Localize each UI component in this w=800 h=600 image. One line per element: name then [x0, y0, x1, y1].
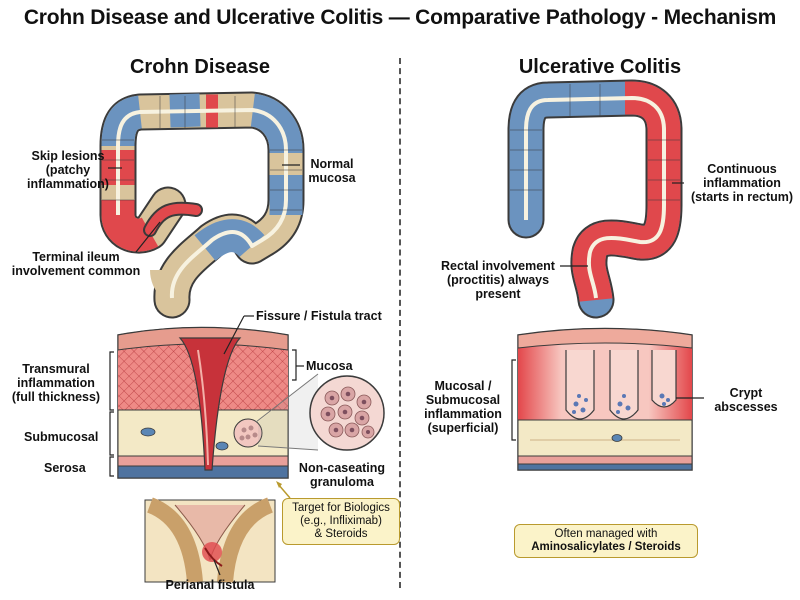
page-title: Crohn Disease and Ulcerative Colitis — C… [23, 6, 777, 29]
perianal-label: Perianal fistula [165, 578, 255, 592]
uc-colon-diagram [507, 79, 684, 319]
mucosa-label: Mucosa [306, 359, 353, 373]
perianal-illustration [144, 497, 276, 583]
biologics-note: Target for Biologics(e.g., Infliximab)& … [282, 498, 400, 545]
crohn-heading: Crohn Disease [129, 56, 271, 78]
uc-heading: Ulcerative Colitis [518, 56, 682, 78]
fissure-label: Fissure / Fistula tract [256, 309, 382, 323]
crohn-colon-diagram [99, 91, 305, 319]
panel-divider [399, 58, 401, 588]
serosa-label: Serosa [44, 461, 86, 475]
submucosal-label: Submucosal [24, 430, 99, 444]
crohn-wall-section [109, 315, 385, 499]
uc-wall-section [511, 327, 704, 471]
